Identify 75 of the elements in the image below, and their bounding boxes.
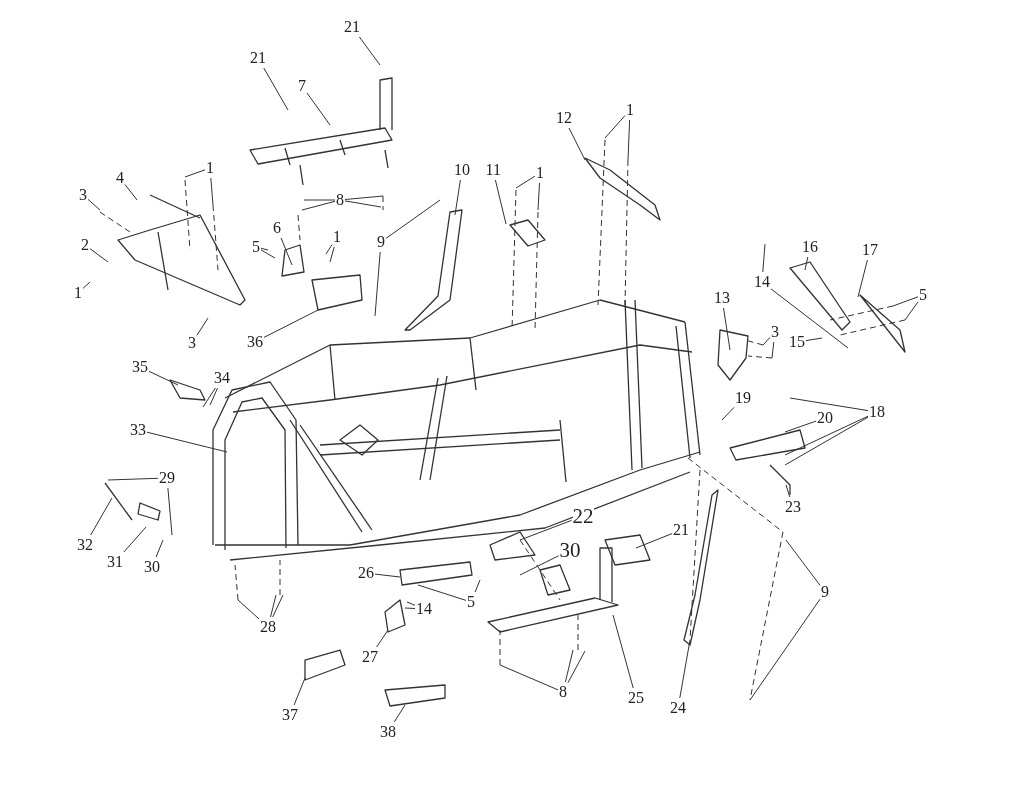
leader-line xyxy=(89,248,109,263)
leader-line xyxy=(679,639,691,699)
leader-line xyxy=(635,533,673,549)
leader-line xyxy=(417,584,467,601)
leader-line xyxy=(789,397,869,412)
leader-line xyxy=(519,555,559,576)
leader-line xyxy=(107,477,159,481)
leader-line xyxy=(306,92,331,126)
leader-line xyxy=(393,704,406,723)
leader-line xyxy=(784,415,869,456)
leader-line xyxy=(404,607,416,609)
leader-line xyxy=(537,182,540,211)
leader-line xyxy=(301,200,336,211)
leader-line xyxy=(771,341,775,359)
leader-line xyxy=(374,251,381,317)
leader-line xyxy=(184,169,206,178)
leader-line xyxy=(499,664,559,691)
leader-line xyxy=(82,281,91,289)
leader-line xyxy=(770,288,849,349)
leader-line xyxy=(210,177,214,206)
leader-line xyxy=(454,179,461,216)
leader-line xyxy=(857,259,868,298)
leader-line xyxy=(87,198,101,211)
leader-line xyxy=(519,519,572,541)
leader-line xyxy=(155,539,164,558)
leader-line xyxy=(749,598,821,701)
leader-line xyxy=(260,247,269,251)
leader-line xyxy=(263,309,319,338)
leader-line xyxy=(148,370,179,386)
leader-line xyxy=(237,599,260,620)
leader-line xyxy=(263,67,289,111)
leader-line xyxy=(146,431,228,453)
leader-line xyxy=(260,249,276,259)
leader-line xyxy=(123,526,147,553)
leader-line xyxy=(280,237,293,266)
leader-line xyxy=(762,243,766,273)
leader-line xyxy=(723,307,731,351)
leader-line xyxy=(784,416,869,466)
leader-line xyxy=(564,649,574,683)
leader-line xyxy=(567,650,586,684)
leader-line xyxy=(196,317,209,336)
leader-line xyxy=(374,573,401,578)
leader-line xyxy=(785,484,791,498)
leader-line xyxy=(721,406,735,421)
leader-line xyxy=(385,199,441,239)
leader-line xyxy=(406,601,416,606)
leader-line xyxy=(474,579,481,593)
leader-line xyxy=(785,539,821,586)
leader-line xyxy=(762,336,771,346)
leader-line xyxy=(612,614,634,689)
leader-line xyxy=(376,629,389,648)
leader-line xyxy=(293,677,306,706)
leader-line xyxy=(568,127,586,161)
leader-line xyxy=(124,184,138,201)
leader-line xyxy=(167,487,173,536)
leader-line xyxy=(270,594,277,618)
leader-line xyxy=(515,175,536,189)
leader-line xyxy=(358,36,381,66)
leader-line xyxy=(344,200,382,208)
leader-line xyxy=(784,420,817,433)
leader-line xyxy=(904,301,919,321)
leader-line xyxy=(344,195,384,200)
leader-line xyxy=(329,246,335,263)
leader-line xyxy=(494,179,507,225)
leader-line xyxy=(804,256,809,271)
leader-line xyxy=(325,244,333,255)
leader-line xyxy=(627,119,631,161)
leader-line xyxy=(202,387,216,408)
leader-line xyxy=(209,387,219,406)
leader-line xyxy=(805,337,823,342)
leader-line xyxy=(303,199,336,201)
leader-line xyxy=(90,497,113,536)
leader-line xyxy=(892,296,919,307)
leader-line xyxy=(604,115,626,139)
leader-line xyxy=(272,594,284,618)
